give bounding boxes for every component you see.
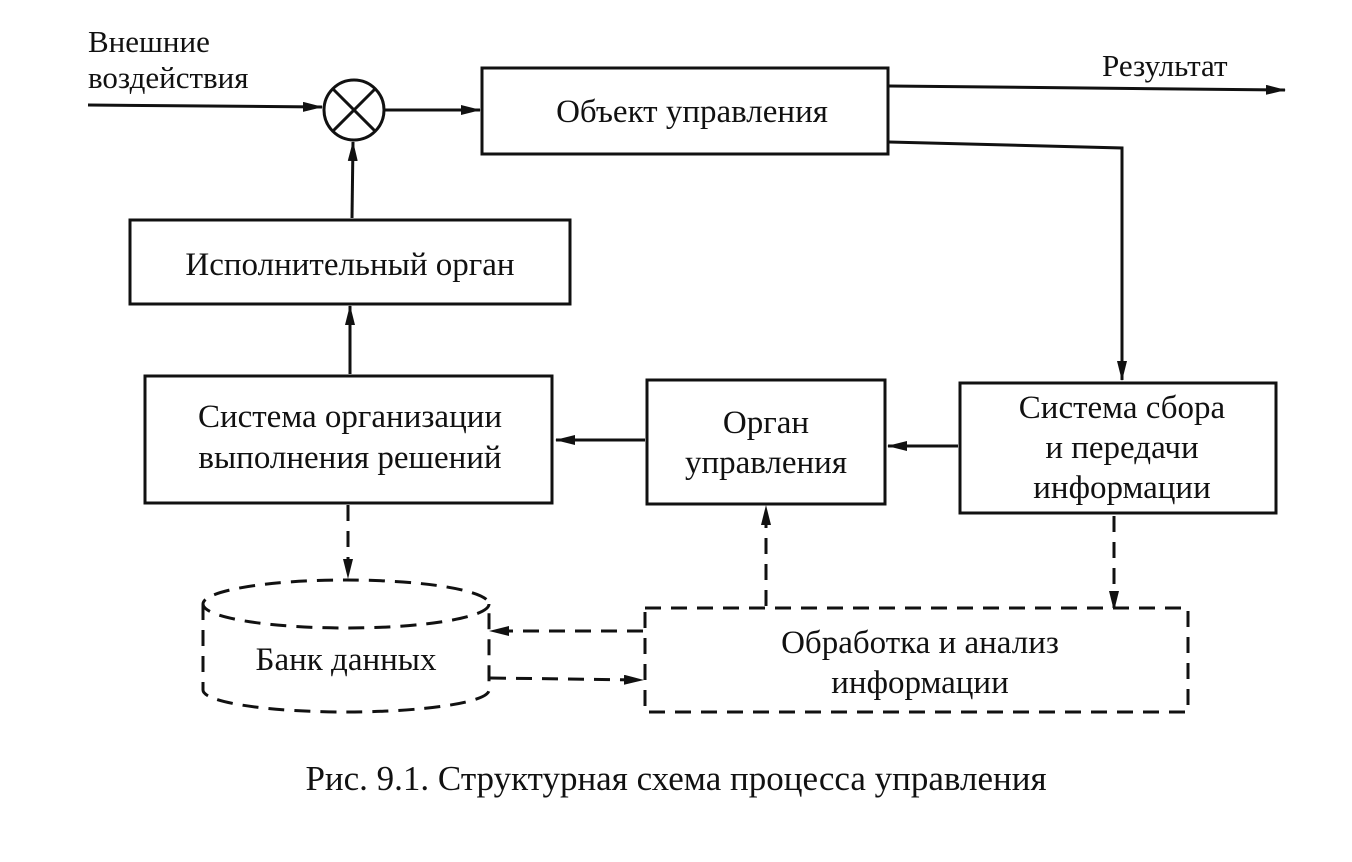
decision-system-block: Система организации выполнения решений: [143, 374, 554, 505]
control-organ-label-line2: управления: [685, 445, 847, 481]
control-object-label: Объект управления: [556, 94, 828, 130]
control-organ-label-line1: Орган: [723, 405, 809, 441]
decision-system-label-line1: Система организации: [198, 399, 502, 435]
collection-system-label-line1: Система сбора: [1019, 390, 1226, 426]
processing-label-line2: информации: [831, 665, 1009, 701]
arrow-object-to-result: [887, 84, 1286, 95]
control-object-block: Объект управления: [480, 66, 890, 156]
processing-label-line1: Обработка и анализ: [781, 625, 1059, 661]
result-label: Результат: [1102, 48, 1228, 83]
arrow-external-to-junction: [87, 101, 323, 112]
figure-caption: Рис. 9.1. Структурная схема процесса упр…: [305, 759, 1046, 798]
processing-block: Обработка и анализ информации: [643, 606, 1190, 714]
data-bank-cylinder: Банк данных: [201, 578, 491, 714]
collection-system-block: Система сбора и передачи информации: [958, 381, 1278, 515]
external-influences-label-line1: Внешние: [88, 24, 210, 59]
control-organ-block: Орган управления: [645, 378, 887, 506]
collection-system-label-line2: и передачи: [1045, 430, 1198, 466]
collection-system-label-line3: информации: [1033, 470, 1211, 506]
arrow-executive-to-junction: [347, 141, 358, 219]
data-bank-label: Банк данных: [256, 642, 437, 678]
arrow-data-bank-to-processing: [489, 674, 644, 685]
executive-organ-label: Исполнительный орган: [185, 247, 514, 283]
summing-junction: [322, 78, 386, 142]
executive-organ-block: Исполнительный орган: [128, 218, 572, 306]
arrow-object-to-collection: [887, 140, 1127, 381]
decision-system-label-line2: выполнения решений: [198, 440, 501, 476]
external-influences-label-line2: воздействия: [88, 60, 249, 95]
